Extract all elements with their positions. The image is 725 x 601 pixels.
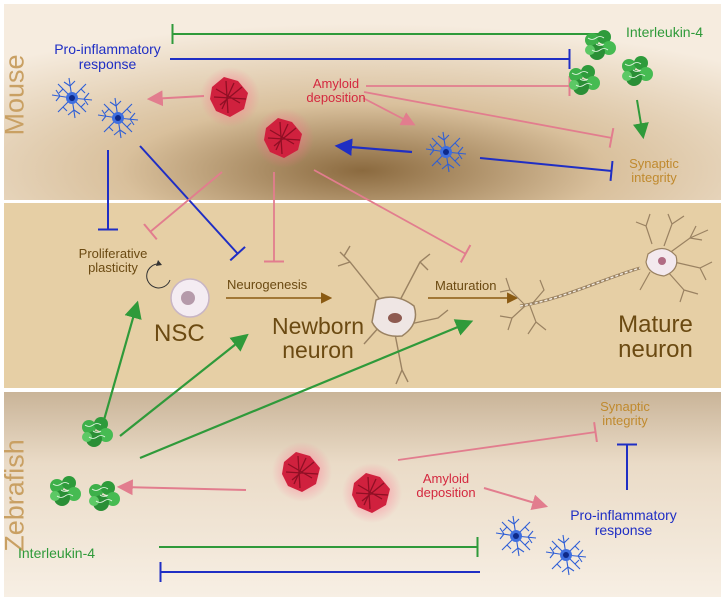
zebrafish-synaptic-label: Synaptic integrity	[600, 399, 650, 428]
microglia-inhibits-synaptic-line	[479, 157, 614, 182]
mature-neuron-label: Mature neuron	[618, 311, 693, 364]
newborn-neuron-cell	[337, 245, 449, 385]
amyloid-to-il4-arrow	[116, 479, 247, 496]
il4-activates-newborn-arrow	[139, 319, 474, 460]
self-renewal-arrow	[146, 263, 171, 289]
il4-to-synaptic-arrow	[633, 99, 649, 140]
proliferative-plasticity-label: Proliferative plasticity	[78, 246, 148, 275]
newborn-neuron-body	[371, 296, 417, 337]
maturation-label: Maturation	[435, 278, 497, 293]
mouse-interleukin-label: Interleukin-4	[626, 24, 704, 40]
amyloid-to-inflammation-arrow	[483, 487, 549, 511]
nsc-label: NSC	[154, 320, 205, 347]
zebrafish-panel-label: Zebrafish	[0, 439, 30, 552]
amyloid-inhibits-synaptic-line	[397, 422, 598, 461]
zebrafish-amyloid-label: Amyloid deposition	[416, 471, 476, 500]
il4-activates-nsc-arrow	[119, 333, 249, 437]
newborn-neuron-label: Newborn neuron	[271, 313, 365, 364]
microglia-to-amyloid-arrow	[334, 138, 413, 156]
amyloid-to-left-microglia-arrow	[146, 90, 205, 107]
amyloid-to-microglia-arrow	[362, 97, 416, 126]
amyloid-inhibits-plasticity-line	[143, 171, 223, 241]
amyloid-plaque-icon	[271, 441, 333, 503]
mature-neuron-cell	[499, 213, 713, 335]
nsc-cell	[170, 278, 210, 318]
mouse-amyloid-label: Amyloid deposition	[306, 76, 366, 105]
amyloid-plaque-icon	[341, 462, 403, 524]
zebrafish-proinflammatory-label: Pro-inflammatory response	[570, 507, 677, 538]
amyloid-plaque-icon	[253, 107, 315, 169]
zebrafish-interleukin-label: Interleukin-4	[18, 545, 96, 561]
mouse-panel-label: Mouse	[0, 54, 30, 136]
neurogenesis-panel	[4, 203, 721, 388]
neurogenesis-label: Neurogenesis	[227, 277, 308, 292]
mouse-synaptic-label: Synaptic integrity	[629, 156, 679, 185]
amyloid-plaque-icon	[199, 66, 261, 128]
self-renewal-arrowhead	[156, 260, 162, 266]
mouse-proinflammatory-label: Pro-inflammatory response	[54, 41, 161, 72]
amyloid-inhibits-maturation-line	[313, 169, 472, 263]
il4-activates-plasticity-arrow	[98, 300, 142, 435]
amyloid-inhibits-synaptic-line	[363, 91, 615, 148]
